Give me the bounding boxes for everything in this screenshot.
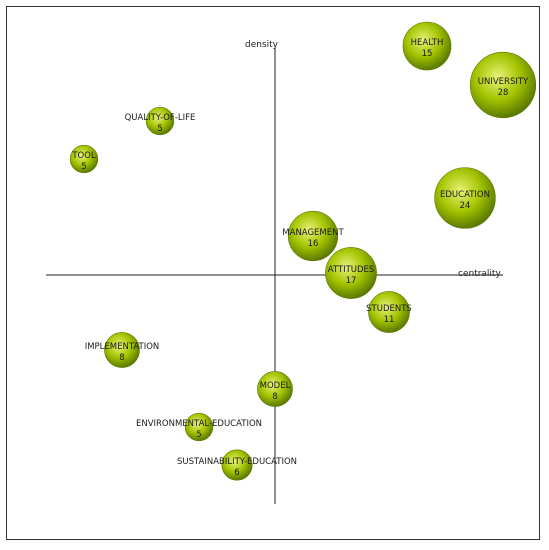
bubble-count: 5 — [81, 162, 86, 172]
bubble-circle — [325, 247, 377, 299]
bubble-circle — [184, 412, 214, 442]
bubble-count: 28 — [498, 88, 509, 98]
bubble-label: MANAGEMENT — [282, 228, 344, 238]
bubble-label: EDUCATION — [440, 190, 490, 200]
bubble-label: HEALTH — [411, 38, 444, 48]
x-axis-label: centrality — [458, 269, 501, 279]
bubble-label: ENVIRONMENTAL-EDUCATION — [136, 419, 262, 429]
bubble-count: 6 — [234, 468, 239, 478]
bubble-count: 15 — [422, 49, 433, 59]
bubble-circle — [402, 21, 452, 71]
bubble-label: QUALITY-OF-LIFE — [125, 113, 196, 123]
bubble-label: SUSTAINABILITY-EDUCATION — [177, 457, 297, 467]
bubble-count: 24 — [460, 201, 471, 211]
bubbles-group: HEALTH15UNIVERSITY28QUALITY-OF-LIFE5TOOL… — [69, 21, 537, 481]
bubble-circle — [104, 332, 140, 368]
bubble-circle — [221, 449, 253, 481]
bubble-count: 5 — [157, 124, 162, 134]
bubble-count: 8 — [272, 392, 277, 402]
bubble-circle — [434, 167, 496, 229]
bubble-circle — [145, 106, 175, 136]
bubble-label: STUDENTS — [366, 304, 412, 314]
chart-frame — [6, 6, 540, 540]
bubble-count: 17 — [346, 276, 357, 286]
bubble-circle — [257, 371, 293, 407]
bubble-circle — [69, 144, 99, 174]
bubble-label: MODEL — [260, 381, 291, 391]
bubble-circle — [287, 210, 339, 262]
bubble-circle — [368, 291, 410, 333]
bubble-count: 11 — [384, 315, 395, 325]
bubble-label: UNIVERSITY — [478, 77, 529, 87]
bubble-label: IMPLEMENTATION — [85, 342, 160, 352]
bubble-label: ATTITUDES — [328, 265, 375, 275]
y-axis-label: density — [245, 40, 279, 50]
bubble-label: TOOL — [71, 151, 96, 161]
bubble-count: 5 — [196, 430, 201, 440]
bubble-count: 8 — [119, 353, 124, 363]
bubble-count: 16 — [308, 239, 319, 249]
bubble-circle — [469, 51, 537, 119]
